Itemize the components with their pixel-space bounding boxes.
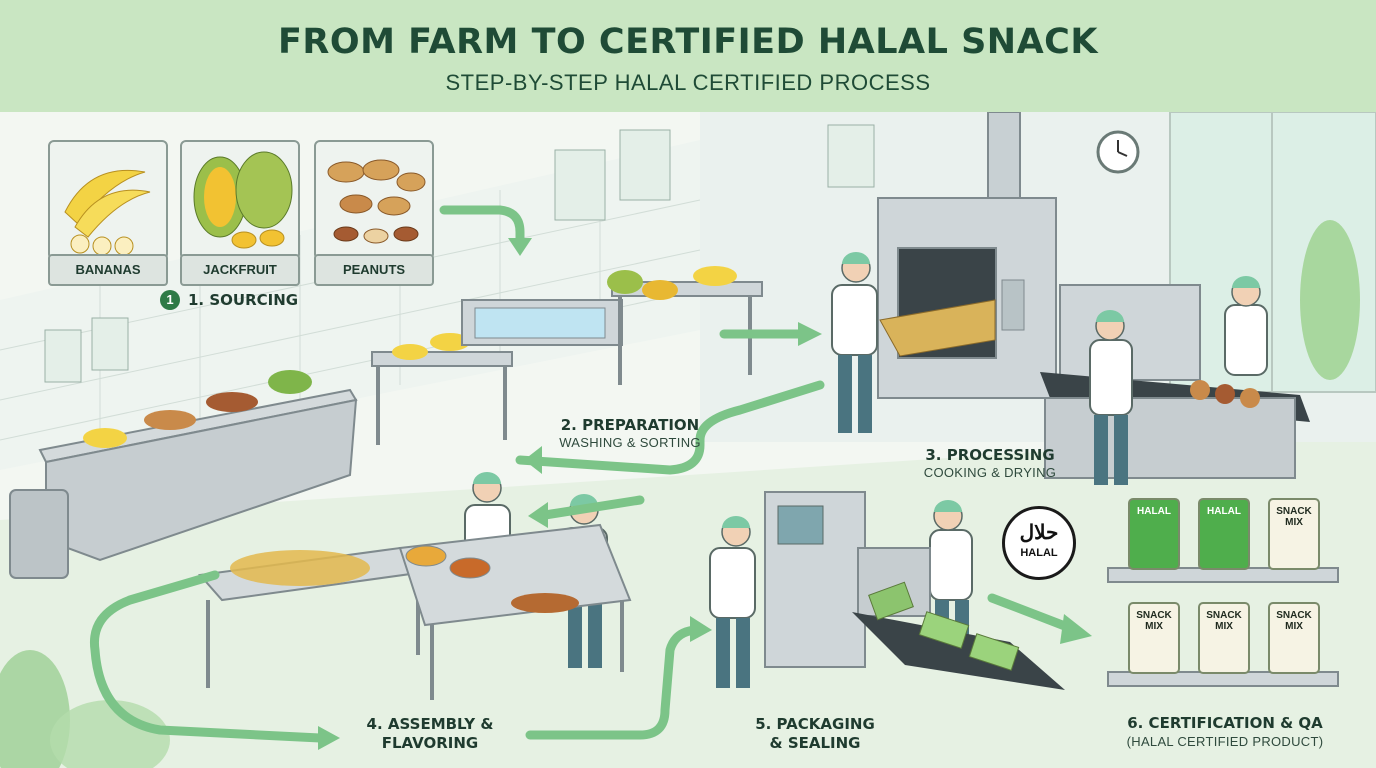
step-4-title-line1: 4. ASSEMBLY & xyxy=(366,715,494,733)
step-3-subtitle: COOKING & DRYING xyxy=(923,465,1057,480)
step-4-title-line2: FLAVORING xyxy=(381,734,479,752)
step-1-badge: 1 xyxy=(160,290,180,310)
package-halal-2: HALAL xyxy=(1198,498,1250,570)
package-snack-mix-3: SNACK MIX xyxy=(1198,602,1250,674)
halal-seal-text: HALAL xyxy=(1020,547,1058,559)
halal-seal-arabic: حلال xyxy=(1019,520,1059,544)
halal-seal: حلال HALAL xyxy=(1002,506,1076,580)
package-snack-mix-2: SNACK MIX xyxy=(1128,602,1180,674)
flow-arrows xyxy=(89,205,1075,743)
header-banner: FROM FARM TO CERTIFIED HALAL SNACK STEP-… xyxy=(0,0,1376,112)
jackfruit-icon xyxy=(193,151,293,249)
ingredient-bananas-box xyxy=(48,140,168,260)
step-1-title: 1. SOURCING xyxy=(188,291,299,309)
ingredient-peanuts-box xyxy=(314,140,434,260)
step-2-title: 2. PREPARATION xyxy=(560,416,700,434)
step-6-subtitle: (HALAL CERTIFIED PRODUCT) xyxy=(1126,734,1324,749)
package-snack-mix-1: SNACK MIX xyxy=(1268,498,1320,570)
package-halal-1: HALAL xyxy=(1128,498,1180,570)
step-2-subtitle: WASHING & SORTING xyxy=(559,435,701,450)
page-subtitle: STEP-BY-STEP HALAL CERTIFIED PROCESS xyxy=(445,70,931,95)
step-3-title: 3. PROCESSING xyxy=(925,446,1055,464)
banana-icon xyxy=(64,169,151,256)
ingredient-peanuts-label: PEANUTS xyxy=(314,254,434,286)
page-title: FROM FARM TO CERTIFIED HALAL SNACK xyxy=(278,22,1098,62)
step-5-title-line2: & SEALING xyxy=(769,734,861,752)
ingredient-bananas-label: BANANAS xyxy=(48,254,168,286)
peanut-icon xyxy=(327,159,426,244)
package-snack-mix-4: SNACK MIX xyxy=(1268,602,1320,674)
step-6-title: 6. CERTIFICATION & QA xyxy=(1127,714,1323,732)
ingredient-jackfruit-label: JACKFRUIT xyxy=(180,254,300,286)
step-5-title-line1: 5. PACKAGING xyxy=(755,715,875,733)
ingredient-jackfruit-box xyxy=(180,140,300,260)
